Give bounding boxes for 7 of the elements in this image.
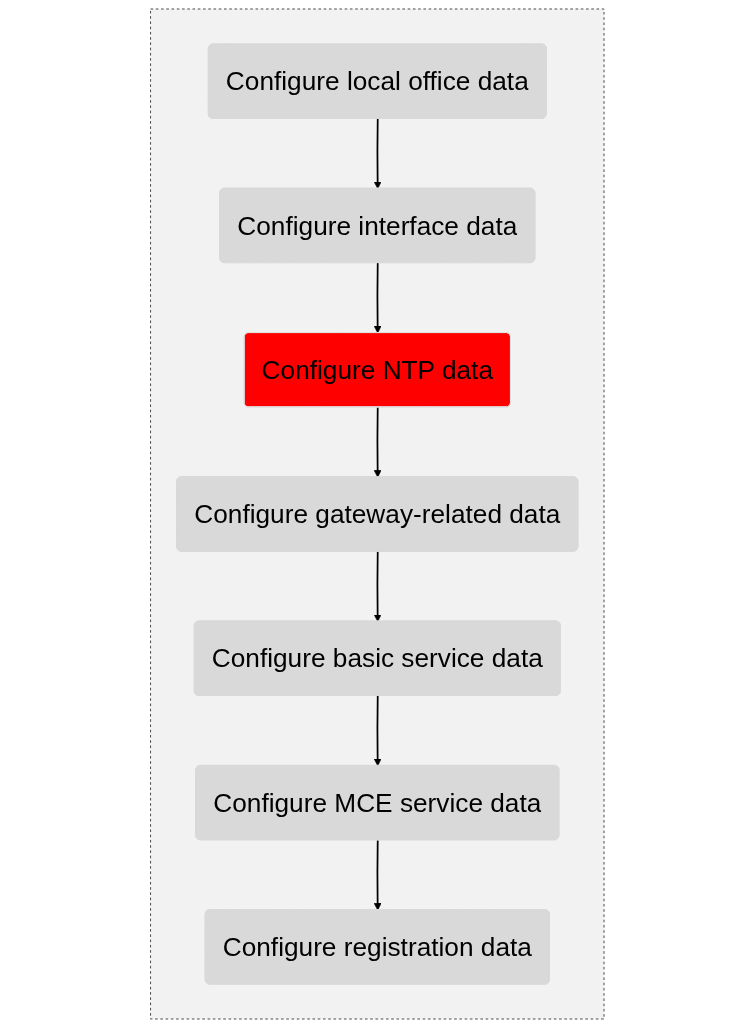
cluster: [149, 8, 605, 1020]
arrow: [373, 695, 382, 767]
arrow: [373, 839, 382, 911]
arrow: [373, 262, 382, 334]
arrow: [373, 406, 382, 478]
arrow: [373, 550, 382, 622]
arrow: [373, 117, 382, 190]
